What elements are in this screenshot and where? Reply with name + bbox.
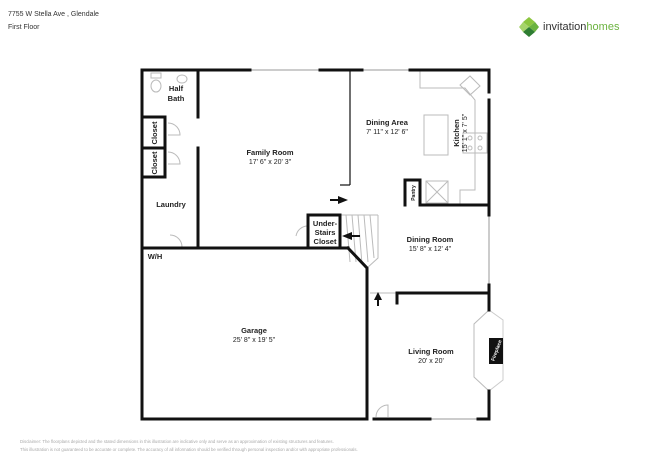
closet-1-label: Closet <box>150 121 159 144</box>
dining-area-dims: 7' 11" x 12' 6" <box>366 129 408 136</box>
disclaimer-line-2: This illustration is not guaranteed to b… <box>20 447 358 452</box>
dining-room-label: Dining Room <box>407 235 454 244</box>
under-stairs-label-1: Under- <box>313 219 338 228</box>
under-stairs-label-2: Stairs <box>315 228 336 237</box>
family-room-dims: 17' 6" x 20' 3" <box>249 159 292 166</box>
arrows <box>330 196 382 306</box>
dining-room-dims: 15' 8" x 12' 4" <box>409 246 452 253</box>
half-bath-label-1: Half <box>169 84 184 93</box>
garage-label: Garage <box>241 326 267 335</box>
fireplace <box>489 338 503 364</box>
family-room-label: Family Room <box>246 148 293 157</box>
living-room-label: Living Room <box>408 347 454 356</box>
invitation-homes-logo: invitationhomes <box>518 16 619 38</box>
logo-word-2: homes <box>586 21 620 33</box>
under-stairs-label-3: Closet <box>314 237 337 246</box>
walls <box>140 68 491 421</box>
garage-dims: 25' 8" x 19' 5" <box>233 337 276 344</box>
half-bath-label-2: Bath <box>168 94 185 103</box>
kitchen-dims: 15' 1" x 7' 5" <box>462 113 469 152</box>
logo-mark-icon <box>519 17 539 37</box>
dining-area-label: Dining Area <box>366 118 409 127</box>
disclaimer-line-1: Disclaimer: The floorplans depicted and … <box>20 439 334 444</box>
pantry-label: Pantry <box>411 185 417 201</box>
water-heater-label: W/H <box>148 252 163 261</box>
logo-word-1: invitation <box>543 21 587 33</box>
closet-2-label: Closet <box>150 151 159 174</box>
living-room-dims: 20' x 20' <box>418 358 444 365</box>
address: 7755 W Stella Ave , Glendale <box>8 11 99 18</box>
arrow-right-icon <box>338 196 348 204</box>
laundry-label: Laundry <box>156 200 186 209</box>
kitchen-label: Kitchen <box>452 119 461 147</box>
floor-name: First Floor <box>8 24 40 31</box>
arrow-up-icon <box>374 292 382 300</box>
arrow-left-icon <box>342 232 352 240</box>
